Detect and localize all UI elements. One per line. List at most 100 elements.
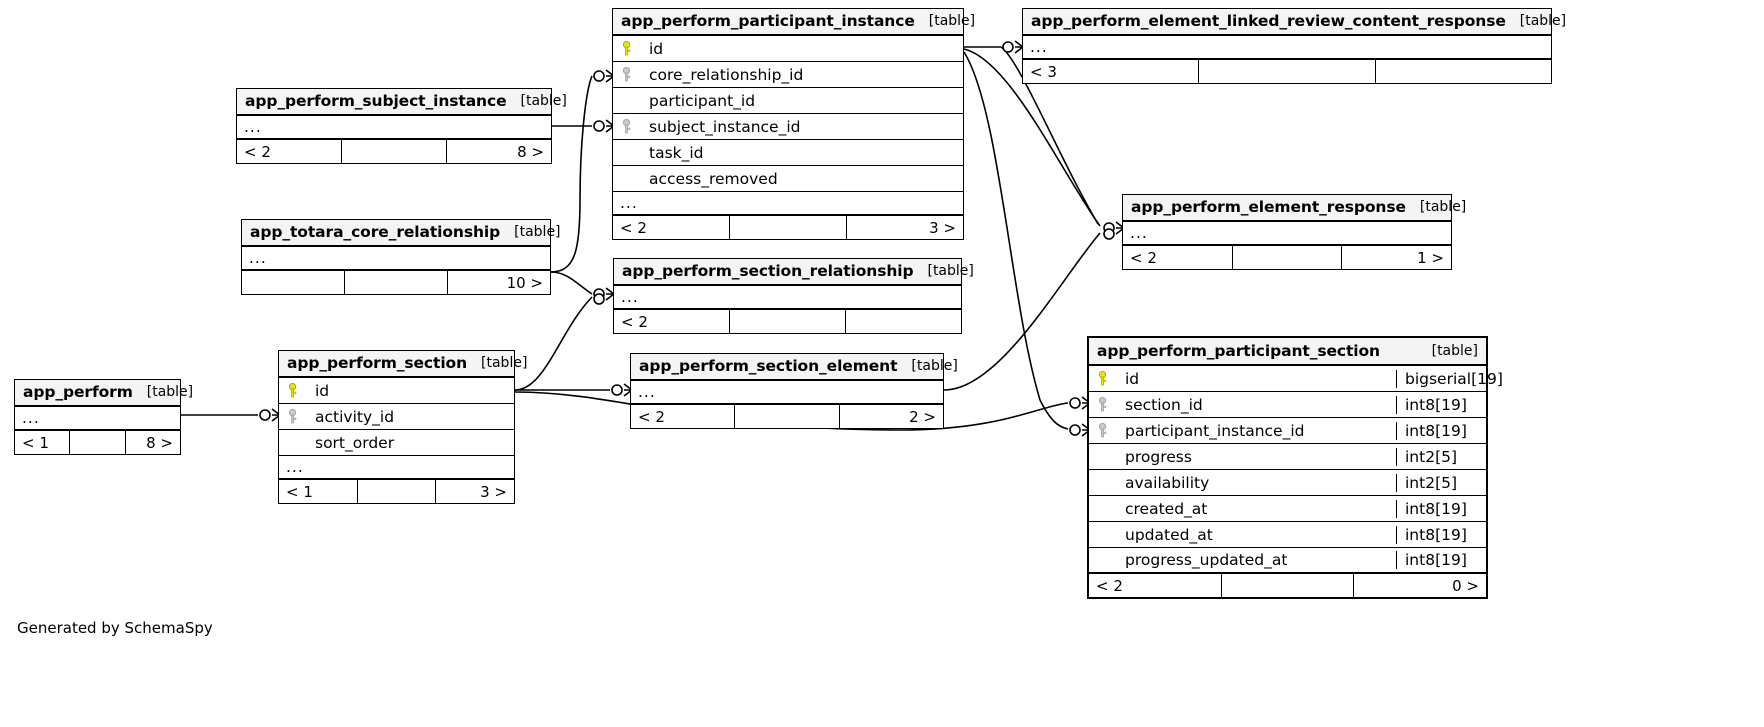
column-row[interactable]: id <box>613 36 963 62</box>
column-row[interactable]: updated_at int8[19] <box>1089 522 1486 548</box>
table-name: app_perform_section_element <box>639 357 898 375</box>
column-type: int2[5] <box>1396 473 1486 492</box>
table-header: app_perform [table] <box>15 380 193 407</box>
table-header: app_totara_core_relationship [table] <box>242 220 561 247</box>
column-name: id <box>315 381 330 400</box>
column-row[interactable]: participant_instance_id int8[19] <box>1089 418 1486 444</box>
footer-middle <box>342 140 447 163</box>
table-app-perform-section[interactable]: app_perform_section [table] id activity_… <box>278 350 527 504</box>
table-footer: < 3 <box>1023 60 1551 83</box>
column-name: availability <box>1125 473 1210 492</box>
column-row[interactable]: id bigserial[19] <box>1089 366 1503 392</box>
incoming-relations-count: < 2 <box>237 140 342 163</box>
column-row[interactable]: availability int2[5] <box>1089 470 1486 496</box>
column-row[interactable]: core_relationship_id <box>613 62 963 88</box>
footer-middle <box>1222 574 1355 597</box>
outgoing-relations-count: 1 > <box>1417 248 1445 267</box>
outgoing-relations-count <box>1376 60 1551 83</box>
column-row[interactable]: created_at int8[19] <box>1089 496 1486 522</box>
columns-ellipsis: ... <box>1023 36 1551 60</box>
outgoing-relations-count: 8 > <box>146 433 173 452</box>
column-row[interactable]: id <box>279 378 514 404</box>
table-app-perform-section-relationship[interactable]: app_perform_section_relationship [table]… <box>613 258 974 334</box>
foreign-key-icon <box>1089 397 1115 412</box>
table-type-tag: [table] <box>1431 342 1478 359</box>
table-type-tag: [table] <box>514 224 561 240</box>
incoming-relations-count: < 2 <box>1089 574 1222 597</box>
columns-ellipsis: ... <box>613 192 963 216</box>
table-header: app_perform_participant_instance [table] <box>613 9 975 36</box>
table-type-tag: [table] <box>1419 199 1467 215</box>
table-type-tag: [table] <box>481 355 528 371</box>
column-name: activity_id <box>315 407 395 426</box>
table-name: app_perform_participant_section <box>1097 341 1380 360</box>
outgoing-relations-count <box>846 310 961 333</box>
column-row[interactable]: subject_instance_id <box>613 114 963 140</box>
table-app-perform-participant-instance[interactable]: app_perform_participant_instance [table]… <box>612 8 975 240</box>
column-row[interactable]: task_id <box>613 140 963 166</box>
column-type: int8[19] <box>1396 551 1486 569</box>
primary-key-icon <box>613 41 639 56</box>
footer-middle <box>735 405 840 428</box>
table-name: app_perform_element_response <box>1131 198 1406 216</box>
table-header: app_perform_section_relationship [table] <box>614 259 974 286</box>
incoming-relations-count <box>242 271 345 294</box>
column-name: core_relationship_id <box>649 65 804 84</box>
generator-credit: Generated by SchemaSpy <box>17 619 213 637</box>
column-row[interactable]: progress int2[5] <box>1089 444 1486 470</box>
foreign-key-icon <box>1089 423 1115 438</box>
column-name: subject_instance_id <box>649 117 801 136</box>
column-row[interactable]: section_id int8[19] <box>1089 392 1486 418</box>
footer-middle <box>1233 246 1343 269</box>
table-header: app_perform_section_element [table] <box>631 354 958 381</box>
table-name: app_perform_participant_instance <box>621 12 915 30</box>
table-app-perform-section-element[interactable]: app_perform_section_element [table] ... … <box>630 353 958 429</box>
column-name: id <box>1125 369 1140 388</box>
table-app-perform-element-linked-review-content-response[interactable]: app_perform_element_linked_review_conten… <box>1022 8 1566 84</box>
table-footer: < 2 3 > <box>613 216 963 239</box>
primary-key-icon <box>1089 371 1115 386</box>
incoming-relations-count: < 1 <box>15 431 71 454</box>
column-type: int8[19] <box>1396 525 1486 544</box>
incoming-relations-count: < 2 <box>614 310 730 333</box>
column-row[interactable]: participant_id <box>613 88 963 114</box>
table-header: app_perform_section [table] <box>279 351 527 378</box>
table-type-tag: [table] <box>927 263 974 279</box>
table-app-perform-participant-section[interactable]: app_perform_participant_section [table] … <box>1087 336 1503 599</box>
column-row[interactable]: access_removed <box>613 166 963 192</box>
columns-ellipsis: ... <box>237 116 551 140</box>
incoming-relations-count: < 2 <box>1123 246 1233 269</box>
column-name: sort_order <box>315 433 395 452</box>
primary-key-icon <box>279 383 305 398</box>
table-name: app_perform <box>23 383 133 401</box>
footer-middle <box>730 310 846 333</box>
column-name: created_at <box>1125 499 1208 518</box>
columns-ellipsis: ... <box>1123 222 1451 246</box>
table-type-tag: [table] <box>911 358 958 374</box>
column-name: id <box>649 39 664 58</box>
table-name: app_perform_section_relationship <box>622 262 914 280</box>
table-footer: < 2 2 > <box>631 405 943 428</box>
table-app-perform-element-response[interactable]: app_perform_element_response [table] ...… <box>1122 194 1466 270</box>
columns-ellipsis: ... <box>614 286 961 310</box>
table-app-totara-core-relationship[interactable]: app_totara_core_relationship [table] ...… <box>241 219 561 295</box>
columns-ellipsis: ... <box>631 381 943 405</box>
outgoing-relations-count: 3 > <box>480 482 508 501</box>
column-name: progress <box>1125 447 1192 466</box>
column-name: updated_at <box>1125 525 1213 544</box>
column-row[interactable]: sort_order <box>279 430 514 456</box>
table-name: app_perform_subject_instance <box>245 92 507 110</box>
table-type-tag: [table] <box>928 13 976 29</box>
table-app-perform[interactable]: app_perform [table] ... < 1 8 > <box>14 379 193 455</box>
column-name: participant_id <box>649 91 756 110</box>
column-row[interactable]: activity_id <box>279 404 514 430</box>
table-app-perform-subject-instance[interactable]: app_perform_subject_instance [table] ...… <box>236 88 567 164</box>
column-type: int8[19] <box>1396 395 1486 414</box>
outgoing-relations-count: 0 > <box>1452 576 1480 595</box>
column-row[interactable]: progress_updated_at int8[19] <box>1089 548 1486 574</box>
table-header: app_perform_element_linked_review_conten… <box>1023 9 1566 36</box>
footer-middle <box>730 216 847 239</box>
table-type-tag: [table] <box>146 384 194 400</box>
outgoing-relations-count: 10 > <box>506 273 543 292</box>
